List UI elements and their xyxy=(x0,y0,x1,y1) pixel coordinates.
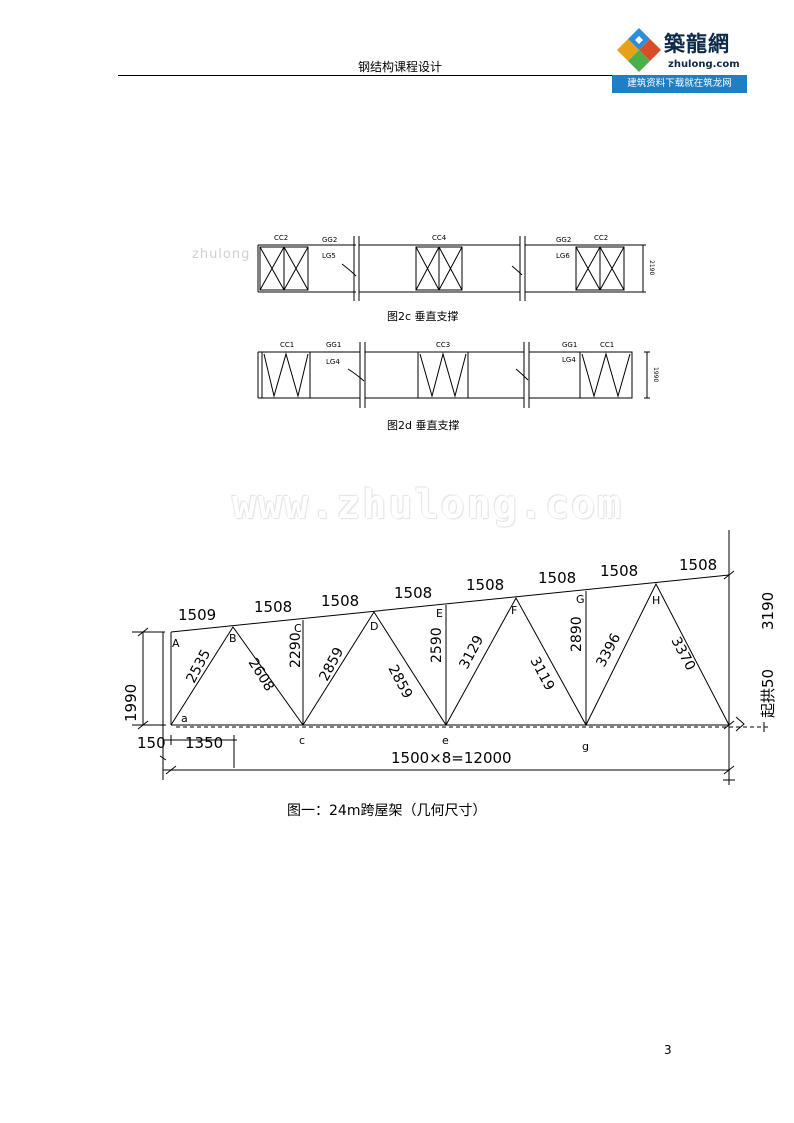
top-panel-6: 1508 xyxy=(538,569,576,587)
member-Bc: 2608 xyxy=(245,656,277,695)
caption-truss: 图一：24m跨屋架（几何尺寸） xyxy=(287,803,487,819)
label-lg4-right: LG4 xyxy=(562,356,576,364)
dim-right-height: 3190 xyxy=(759,592,777,630)
label-height-2c: 2190 xyxy=(648,260,655,275)
header-rule xyxy=(118,75,618,76)
member-cD: 2859 xyxy=(316,645,347,684)
node-C: C xyxy=(294,622,302,635)
member-cC: 2290 xyxy=(288,632,304,668)
dim-left-height: 1990 xyxy=(122,684,140,722)
top-panel-5: 1508 xyxy=(466,576,504,594)
diamond-logo-icon xyxy=(617,28,661,72)
dim-offset: 150 xyxy=(137,734,166,752)
figure-2c: CC2 GG2 LG5 CC4 GG2 LG6 CC2 2190 xyxy=(257,234,655,301)
logo-domain: zhulong.com xyxy=(668,59,740,70)
label-gg1-left: GG1 xyxy=(326,341,341,349)
label-cc4: CC4 xyxy=(432,234,447,242)
dim-camber: 起拱50 xyxy=(759,669,777,718)
node-c: c xyxy=(299,734,305,747)
node-E: E xyxy=(436,607,443,620)
label-height-2d: 1990 xyxy=(652,367,659,382)
node-e: e xyxy=(442,734,449,747)
node-a: a xyxy=(181,712,188,725)
member-gH: 3396 xyxy=(593,631,624,670)
top-panel-8: 1508 xyxy=(679,556,717,574)
figure-2d: CC1 GG1 LG4 CC3 GG1 LG4 CC1 1990 xyxy=(257,341,659,408)
caption-fig2d: 图2d 垂直支撑 xyxy=(387,419,460,432)
node-D: D xyxy=(370,620,378,633)
member-De: 2859 xyxy=(384,662,415,701)
member-aB: 2535 xyxy=(183,647,214,686)
top-panel-4: 1508 xyxy=(394,584,432,602)
zhulong-logo: 築龍網 zhulong.com 建筑资料下载就在筑龙网 xyxy=(612,22,747,95)
dim-first-panel: 1350 xyxy=(185,734,223,752)
label-cc2-right: CC2 xyxy=(594,234,608,242)
top-panel-1: 1509 xyxy=(178,606,216,624)
node-B: B xyxy=(229,632,237,645)
label-gg2-left: GG2 xyxy=(322,236,337,244)
label-cc1-left: CC1 xyxy=(280,341,294,349)
member-Fg: 3119 xyxy=(526,654,557,693)
node-G: G xyxy=(576,593,585,606)
member-eE: 2590 xyxy=(429,627,445,663)
label-gg2-right: GG2 xyxy=(556,236,571,244)
member-Hi: 3370 xyxy=(667,634,698,673)
node-H: H xyxy=(652,594,660,607)
dim-span: 1500×8=12000 xyxy=(391,749,512,767)
member-eF: 3129 xyxy=(456,633,487,672)
watermark-main: www.zhulong.com xyxy=(232,482,624,528)
label-cc1-right: CC1 xyxy=(600,341,614,349)
label-lg4-left: LG4 xyxy=(326,358,340,366)
page-number: 3 xyxy=(664,1043,672,1057)
label-gg1-right: GG1 xyxy=(562,341,577,349)
node-g: g xyxy=(582,740,589,753)
label-lg5: LG5 xyxy=(322,252,336,260)
top-panel-7: 1508 xyxy=(600,562,638,580)
logo-slogan: 建筑资料下载就在筑龙网 xyxy=(612,75,747,93)
caption-fig2c: 图2c 垂直支撑 xyxy=(387,310,459,323)
label-lg6: LG6 xyxy=(556,252,570,260)
node-A: A xyxy=(172,637,180,650)
header-title: 钢结构课程设计 xyxy=(357,60,442,74)
logo-name: 築龍網 xyxy=(664,31,730,56)
label-cc2-left: CC2 xyxy=(274,234,288,242)
top-panel-3: 1508 xyxy=(321,592,359,610)
member-gG: 2890 xyxy=(569,616,585,652)
watermark-small: zhulong xyxy=(192,247,251,262)
node-F: F xyxy=(511,604,517,617)
label-cc3: CC3 xyxy=(436,341,450,349)
top-panel-2: 1508 xyxy=(254,598,292,616)
